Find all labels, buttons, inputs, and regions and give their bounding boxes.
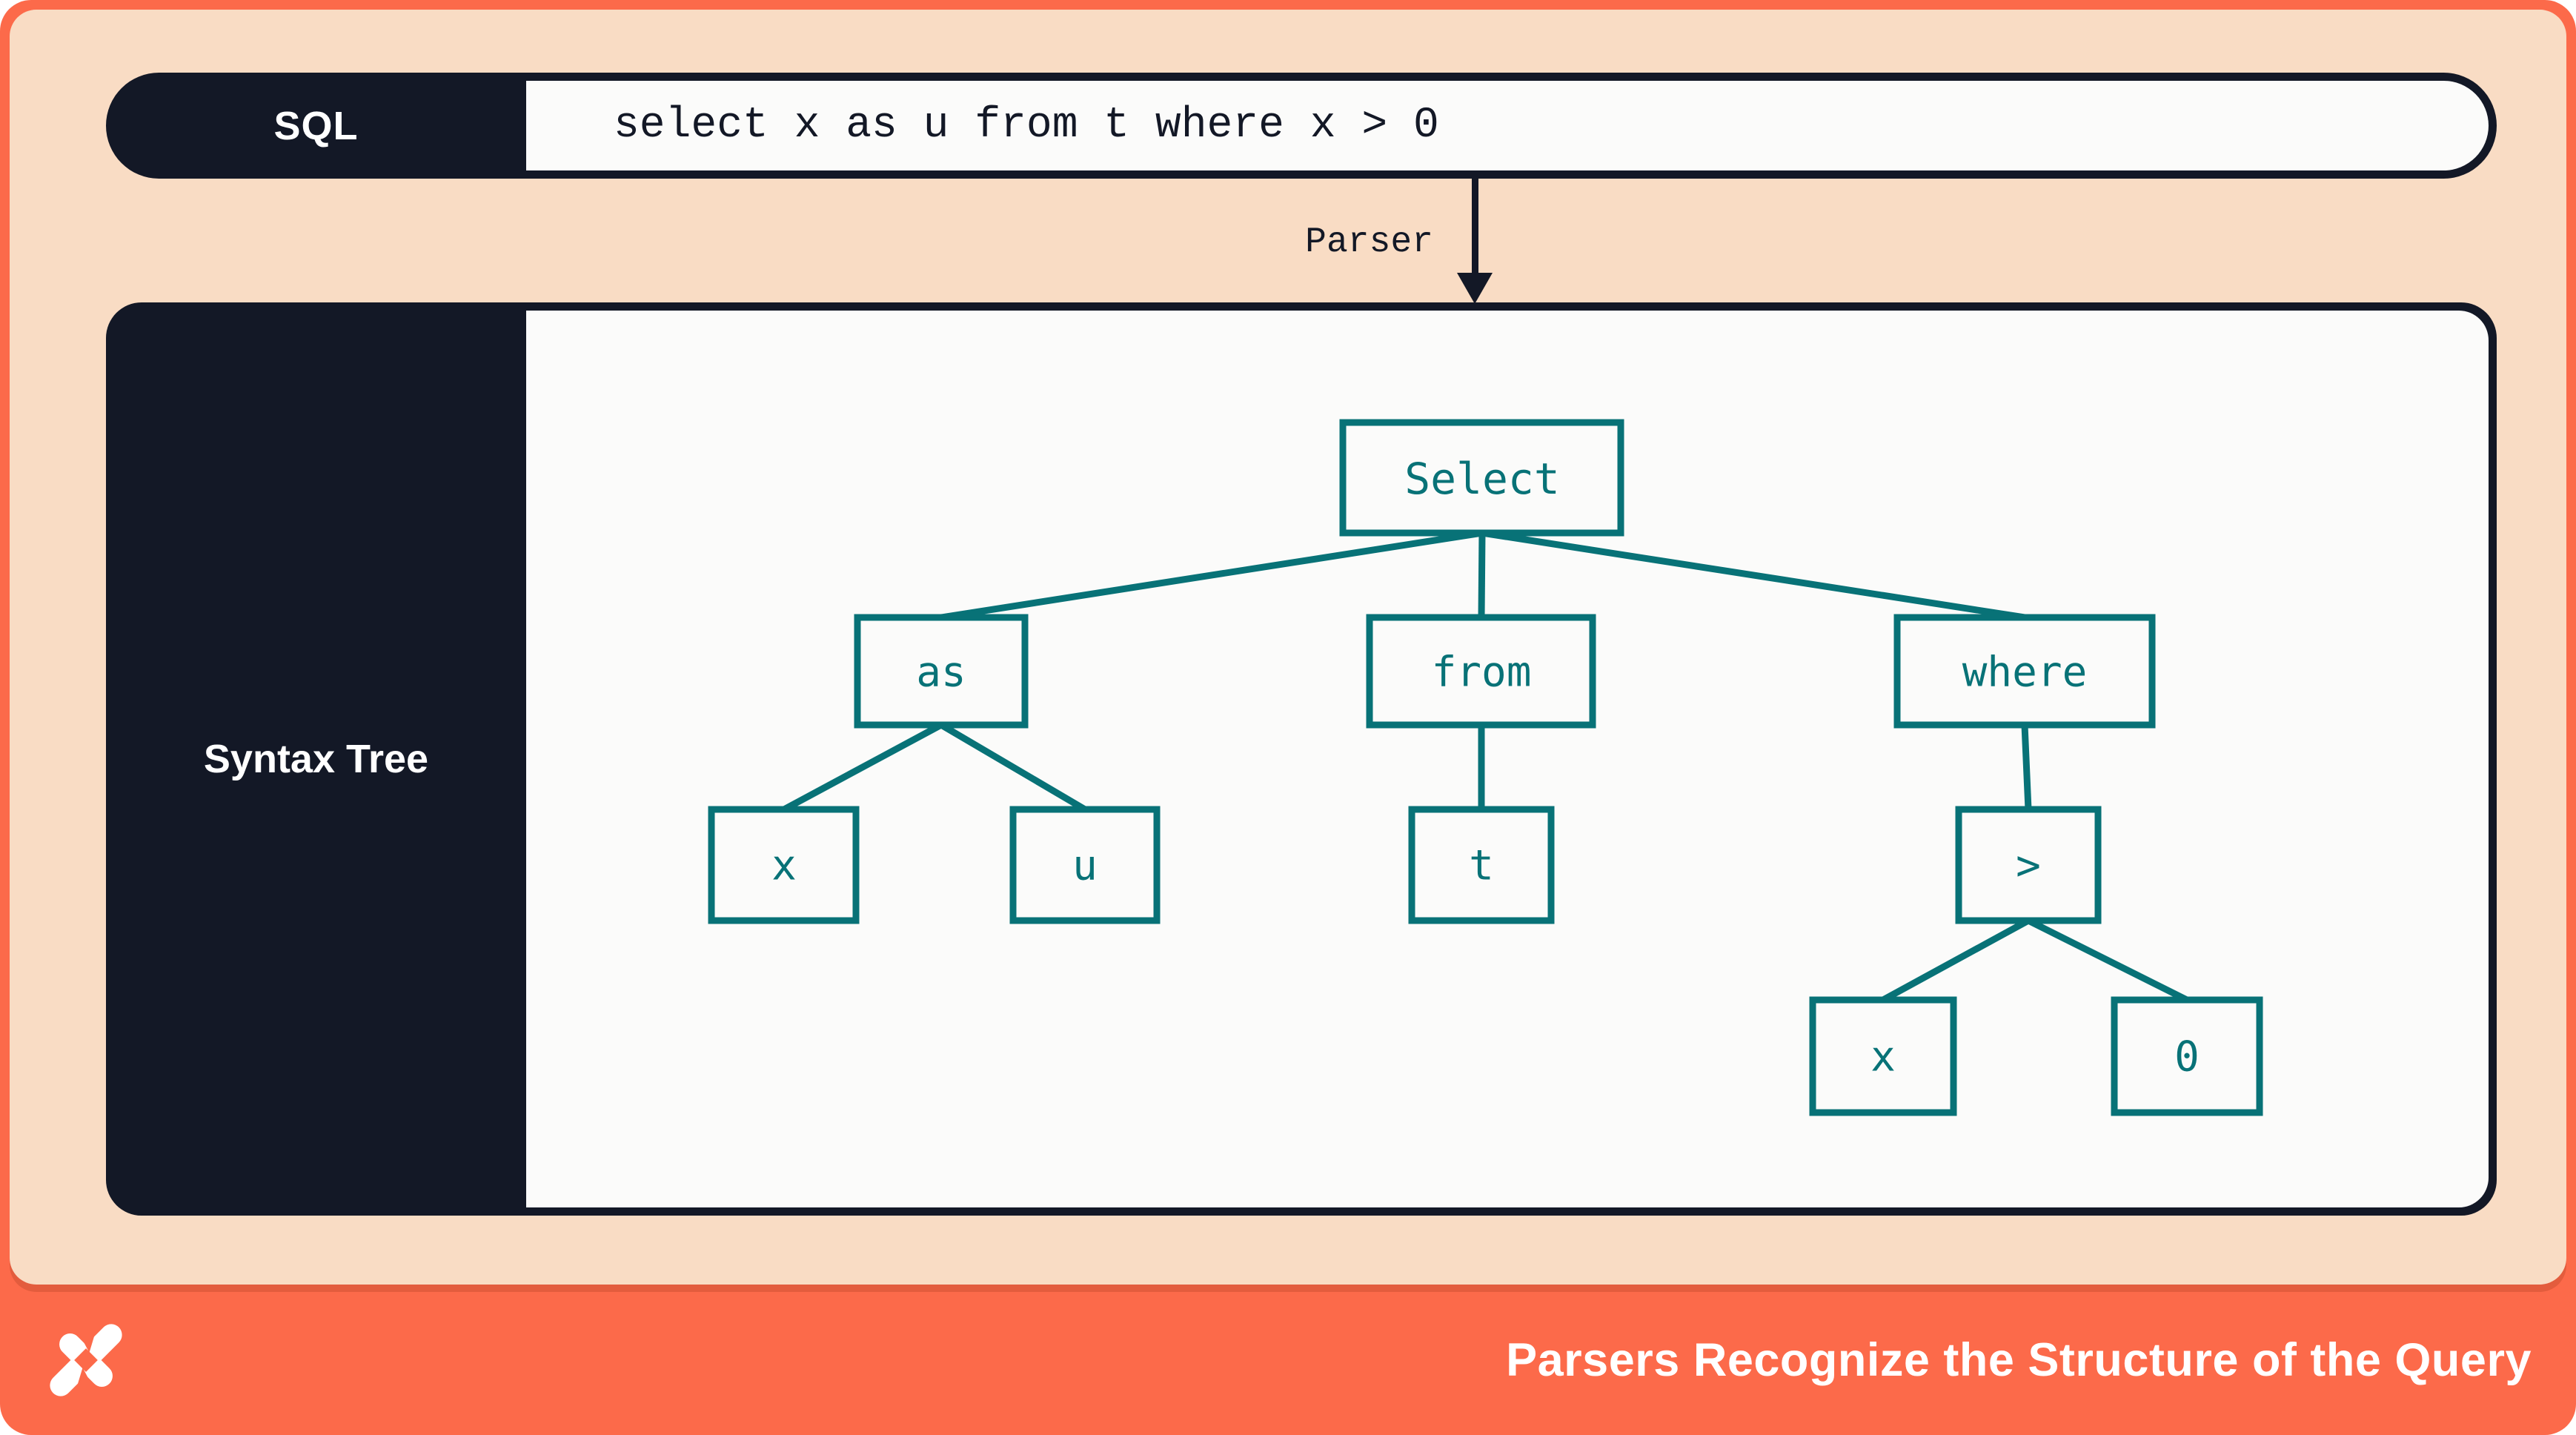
tree-node-label: x: [771, 842, 797, 890]
tree-edge: [939, 722, 1087, 812]
tree-node-label: >: [2016, 842, 2041, 890]
tree-node-x2: x: [1809, 996, 1957, 1116]
tree-node-label: from: [1432, 649, 1532, 697]
tree-edge: [2021, 724, 2032, 810]
tree-node-zero: 0: [2111, 996, 2263, 1116]
tree-node-box: [1809, 996, 1957, 1116]
tree-node-x1: x: [708, 806, 860, 924]
tree-node-box: [2111, 996, 2263, 1116]
tree-node-box: [1366, 614, 1596, 729]
tree-node-label: 0: [2174, 1033, 2200, 1081]
footer-bar: Parsers Recognize the Structure of the Q…: [0, 1285, 2576, 1435]
tree-node-box: [854, 614, 1029, 729]
tree-node-label: as: [916, 649, 966, 697]
tree-edge: [1478, 532, 1486, 618]
tree-node-t: t: [1408, 806, 1555, 924]
parser-label: Parser: [1305, 222, 1433, 262]
tree-edge: [1481, 529, 2025, 621]
tree-node-as: as: [854, 614, 1029, 729]
tree-node-gt: >: [1955, 806, 2102, 924]
tree-node-box: [1009, 806, 1161, 924]
tree-node-box: [1339, 419, 1624, 537]
tree-edge: [1881, 918, 2031, 1003]
sql-query-text: select x as u from t where x > 0: [614, 102, 1439, 150]
sql-label: SQL: [273, 103, 359, 148]
tree-node-where: where: [1893, 614, 2156, 729]
tree-node-label: u: [1072, 842, 1098, 890]
tree-edge: [2026, 917, 2189, 1004]
tree-node-label: x: [1870, 1033, 1896, 1081]
slide-title: Parsers Recognize the Structure of the Q…: [1506, 1333, 2532, 1386]
tree-node-box: [1955, 806, 2102, 924]
tree-node-u: u: [1009, 806, 1161, 924]
down-arrow-icon: [1457, 273, 1493, 304]
syntax-tree-svg: Select as from where x: [708, 419, 2263, 1116]
tree-node-box: [708, 806, 860, 924]
tree-node-label: where: [1962, 649, 2088, 697]
tree-edge: [782, 722, 943, 812]
sql-bar: SQL select x as u from t where x > 0: [106, 73, 2497, 179]
syntax-tree-panel: Syntax Tree Select: [106, 302, 2497, 1216]
syntax-tree-canvas: Select as from where x: [526, 311, 2489, 1207]
down-arrow-stem: [1472, 179, 1478, 276]
dolt-logo-icon: [44, 1318, 127, 1402]
tree-node-label: Select: [1404, 454, 1560, 504]
sql-code-box: select x as u from t where x > 0: [526, 81, 2489, 170]
syntax-tree-label: Syntax Tree: [203, 737, 429, 781]
tree-node-box: [1408, 806, 1555, 924]
tree-node-label: t: [1469, 842, 1494, 890]
tree-node-box: [1893, 614, 2156, 729]
tree-node-from: from: [1366, 614, 1596, 729]
tree-node-select: Select: [1339, 419, 1624, 537]
tree-edge: [940, 529, 1483, 621]
